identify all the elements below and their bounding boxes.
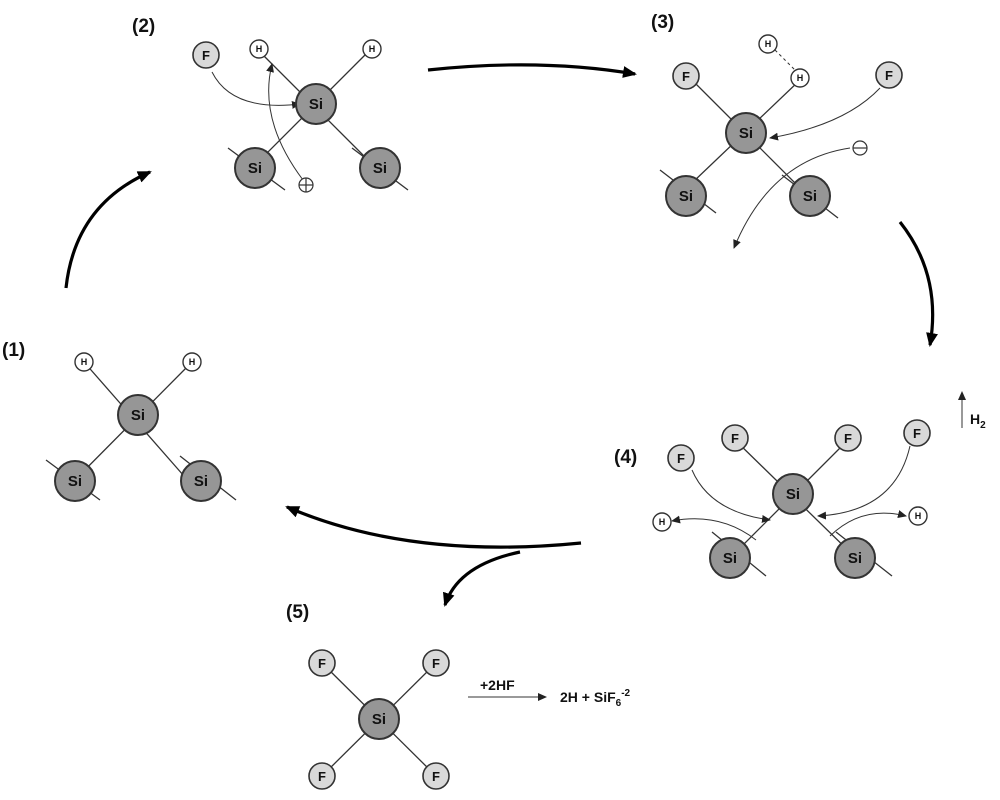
svg-text:Si: Si	[131, 407, 145, 424]
svg-text:Si: Si	[248, 160, 262, 177]
fluorine-atom: F	[834, 424, 862, 452]
hydrogen-release-arrow	[829, 510, 907, 537]
svg-text:F: F	[202, 48, 210, 63]
step-label-1: (1)	[2, 340, 25, 361]
step-label-3: (3)	[651, 12, 674, 33]
step-label-5: (5)	[286, 602, 309, 623]
silicon-atom: Si	[295, 83, 337, 125]
svg-text:Si: Si	[194, 473, 208, 490]
h-h-interaction	[774, 49, 796, 71]
silicon-atom: Si	[180, 460, 222, 502]
cycle-arrow-1-to-2	[64, 170, 152, 289]
structure-1: H H Si Si Si	[45, 352, 237, 502]
fluorine-attack-arrow	[691, 469, 771, 523]
svg-text:Si: Si	[309, 96, 323, 113]
svg-text:Si: Si	[803, 188, 817, 205]
svg-text:Si: Si	[848, 550, 862, 567]
svg-text:Si: Si	[739, 125, 753, 142]
step-label-2: (2)	[132, 16, 155, 37]
silicon-atom: Si	[665, 175, 707, 217]
hydrogen-atom: H	[758, 34, 778, 54]
structure-2: F H H Si Si Si	[192, 39, 409, 193]
svg-text:H: H	[369, 44, 376, 54]
fluorine-atom: F	[308, 762, 336, 790]
svg-text:H: H	[659, 517, 666, 527]
product-label: 2H + SiF6-2	[560, 688, 631, 709]
svg-text:Si: Si	[372, 711, 386, 728]
svg-text:F: F	[731, 431, 739, 446]
svg-text:H: H	[797, 73, 804, 83]
cycle-arrow-4-to-1	[285, 505, 582, 549]
structure-5: F F F F Si	[308, 649, 450, 790]
hydrogen-release-arrow	[671, 515, 757, 541]
svg-text:F: F	[432, 769, 440, 784]
svg-text:F: F	[913, 426, 921, 441]
svg-text:H: H	[915, 511, 922, 521]
hydrogen-atom: H	[362, 39, 382, 59]
hydrogen-atom: H	[652, 512, 672, 532]
silicon-atom: Si	[358, 698, 400, 740]
svg-text:Si: Si	[723, 550, 737, 567]
hydrogen-atom: H	[790, 68, 810, 88]
fluorine-atom: F	[422, 762, 450, 790]
fluorine-attack-arrow	[817, 445, 911, 520]
cycle-arrow-2-to-3	[427, 63, 637, 78]
svg-text:H: H	[765, 39, 772, 49]
hydrogen-atom: H	[74, 352, 94, 372]
silicon-atom: Si	[709, 537, 751, 579]
silicon-atom: Si	[234, 147, 276, 189]
svg-text:F: F	[318, 769, 326, 784]
reagent-label: +2HF	[480, 677, 515, 693]
fluorine-atom: F	[875, 61, 903, 89]
fluorine-atom: F	[667, 444, 695, 472]
silicon-atom: Si	[725, 112, 767, 154]
silicon-atom: Si	[789, 175, 831, 217]
svg-text:F: F	[432, 656, 440, 671]
fluorine-atom: F	[308, 649, 336, 677]
svg-text:F: F	[844, 431, 852, 446]
cycle-arrow-3-to-4	[898, 221, 938, 347]
silicon-atom: Si	[359, 147, 401, 189]
fluorine-attack-arrow	[769, 87, 881, 141]
hydrogen-atom: H	[182, 352, 202, 372]
svg-text:Si: Si	[679, 188, 693, 205]
silicon-atom: Si	[117, 394, 159, 436]
svg-text:H: H	[81, 357, 88, 367]
fluorine-atom: F	[192, 41, 220, 69]
svg-text:Si: Si	[373, 160, 387, 177]
positive-hole-icon	[298, 177, 314, 193]
fluorine-atom: F	[903, 419, 931, 447]
svg-text:H: H	[189, 357, 196, 367]
svg-text:F: F	[677, 451, 685, 466]
structure-4: F F F F H H Si Si Si	[652, 419, 931, 579]
fluorine-atom: F	[672, 62, 700, 90]
silicon-atom: Si	[834, 537, 876, 579]
svg-text:Si: Si	[786, 486, 800, 503]
fluorine-atom: F	[721, 424, 749, 452]
fluorine-attack-arrow	[211, 71, 301, 109]
silicon-atom: Si	[54, 460, 96, 502]
step-label-4: (4)	[614, 447, 637, 468]
hole-migration-arrow	[266, 63, 304, 181]
h2-label: H2	[970, 411, 986, 431]
svg-text:F: F	[318, 656, 326, 671]
silicon-atom: Si	[772, 473, 814, 515]
svg-text:Si: Si	[68, 473, 82, 490]
fluorine-atom: F	[422, 649, 450, 677]
svg-text:F: F	[682, 69, 690, 84]
negative-electron-icon	[852, 140, 868, 156]
hydrogen-atom: H	[249, 39, 269, 59]
hydrogen-atom: H	[908, 506, 928, 526]
structure-3: F F H H Si Si Si	[659, 34, 903, 249]
electron-transfer-arrow	[733, 147, 851, 249]
cycle-arrow-4-to-5	[443, 550, 521, 607]
svg-text:H: H	[256, 44, 263, 54]
svg-text:F: F	[885, 68, 893, 83]
